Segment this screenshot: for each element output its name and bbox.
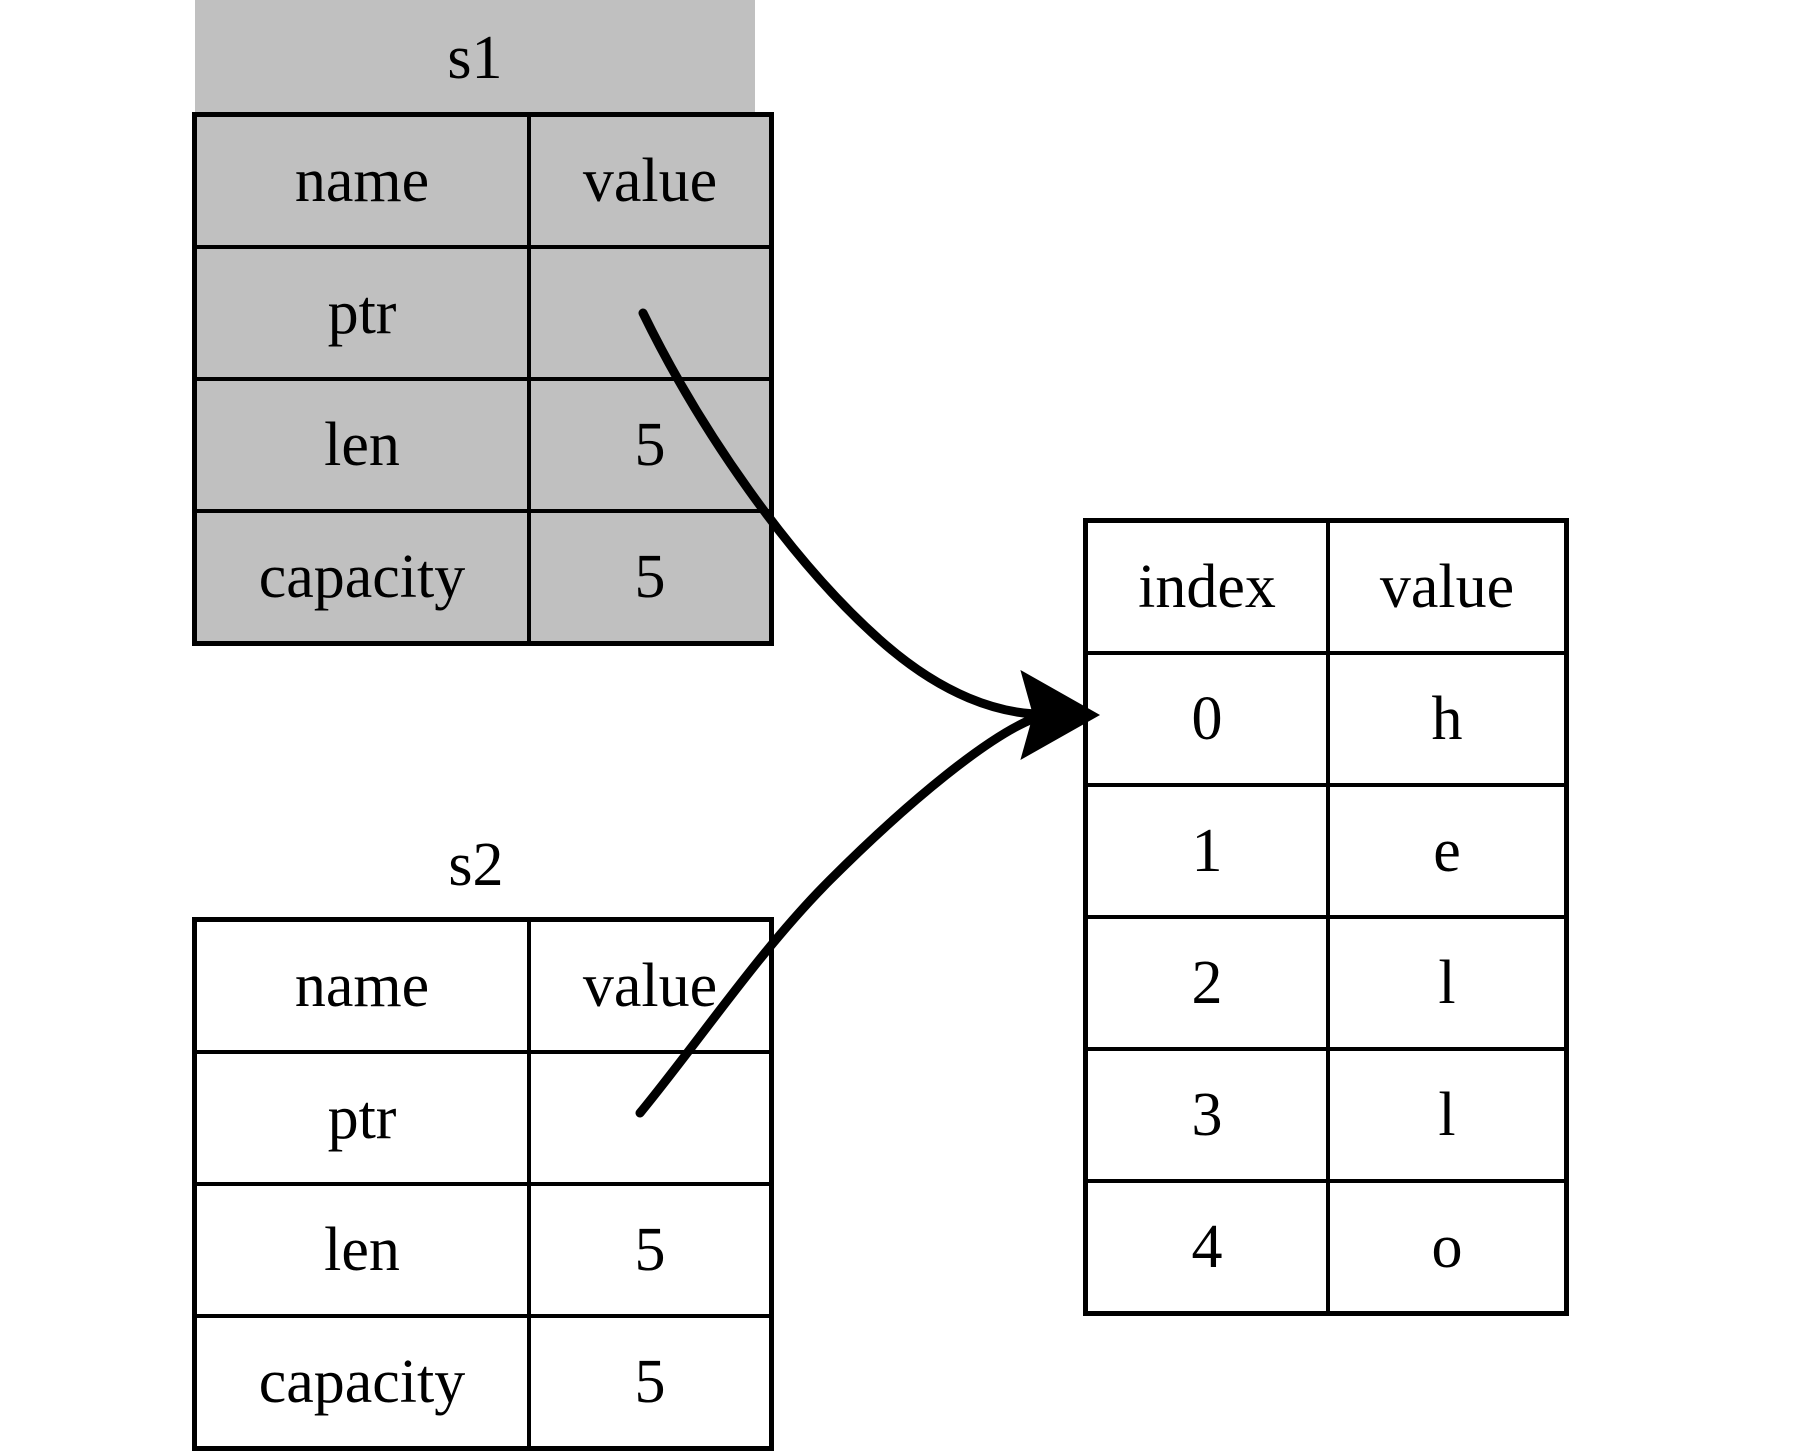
s2-row-ptr-name: ptr xyxy=(192,1050,531,1186)
table-row: capacity 5 xyxy=(192,1314,774,1451)
heap-buffer-table: index value 0 h 1 e 2 l 3 l 4 o xyxy=(1083,518,1569,1316)
table-row: len 5 xyxy=(192,377,774,513)
s2-struct-table: name value ptr len 5 capacity 5 xyxy=(192,917,774,1451)
table-row: name value xyxy=(192,917,774,1054)
s2-row-len-value: 5 xyxy=(527,1182,774,1318)
table-row: ptr xyxy=(192,1050,774,1186)
s1-title: s1 xyxy=(447,23,503,92)
heap-header-index: index xyxy=(1083,518,1330,655)
table-row: 0 h xyxy=(1083,651,1569,787)
s1-row-len-name: len xyxy=(192,377,531,513)
s2-title: s2 xyxy=(192,810,760,920)
s1-row-capacity-name: capacity xyxy=(192,509,531,646)
table-row: 4 o xyxy=(1083,1179,1569,1316)
table-row: len 5 xyxy=(192,1182,774,1318)
heap-row-0-index: 0 xyxy=(1083,651,1330,787)
heap-row-3-index: 3 xyxy=(1083,1047,1330,1183)
s1-row-ptr-name: ptr xyxy=(192,245,531,381)
s2-header-name: name xyxy=(192,917,531,1054)
table-row: index value xyxy=(1083,518,1569,655)
heap-row-3-value: l xyxy=(1326,1047,1569,1183)
table-row: 3 l xyxy=(1083,1047,1569,1183)
s2-row-capacity-name: capacity xyxy=(192,1314,531,1451)
s1-header-name: name xyxy=(192,112,531,249)
heap-row-4-value: o xyxy=(1326,1179,1569,1316)
s1-row-ptr-value xyxy=(527,245,774,381)
heap-row-4-index: 4 xyxy=(1083,1179,1330,1316)
heap-header-value: value xyxy=(1326,518,1569,655)
heap-row-2-index: 2 xyxy=(1083,915,1330,1051)
s2-row-ptr-value xyxy=(527,1050,774,1186)
table-row: 2 l xyxy=(1083,915,1569,1051)
table-row: ptr xyxy=(192,245,774,381)
heap-row-1-value: e xyxy=(1326,783,1569,919)
s2-header-value: value xyxy=(527,917,774,1054)
s1-struct-table: name value ptr len 5 capacity 5 xyxy=(192,112,774,646)
table-row: capacity 5 xyxy=(192,509,774,646)
s1-row-len-value: 5 xyxy=(527,377,774,513)
table-row: name value xyxy=(192,112,774,249)
heap-row-0-value: h xyxy=(1326,651,1569,787)
s2-row-len-name: len xyxy=(192,1182,531,1318)
table-row: 1 e xyxy=(1083,783,1569,919)
heap-row-1-index: 1 xyxy=(1083,783,1330,919)
s1-row-capacity-value: 5 xyxy=(527,509,774,646)
s1-header-value: value xyxy=(527,112,774,249)
s1-label-backdrop xyxy=(195,0,755,115)
s2-row-capacity-value: 5 xyxy=(527,1314,774,1451)
heap-row-2-value: l xyxy=(1326,915,1569,1051)
